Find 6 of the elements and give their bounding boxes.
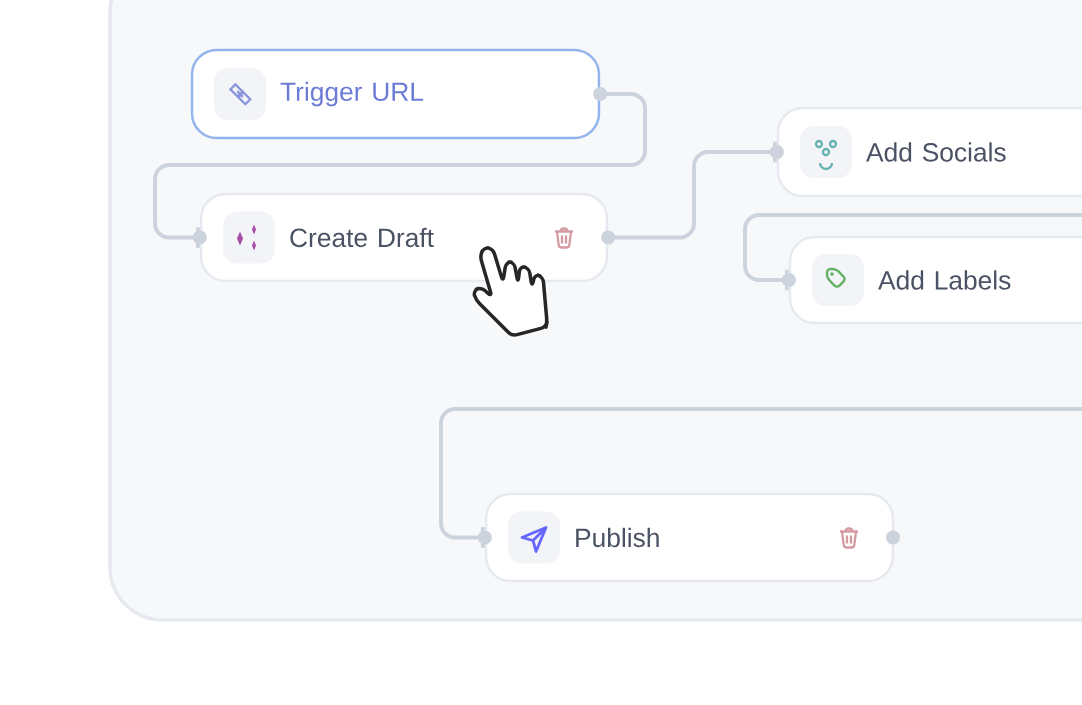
connector-line (439, 407, 1082, 548)
connector-line (743, 213, 1082, 291)
connector-line (601, 141, 784, 245)
step-box: Publish (484, 492, 895, 583)
step-box: Trigger URL (190, 48, 601, 140)
connector-line (153, 87, 647, 248)
